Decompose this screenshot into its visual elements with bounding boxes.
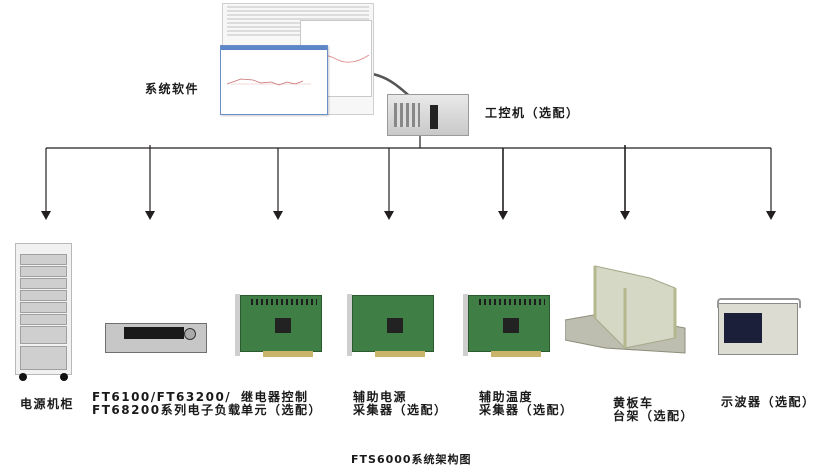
aux-temp-card-icon	[463, 294, 550, 357]
label-aux-power: 辅助电源采集器（选配）	[353, 391, 448, 417]
aux-power-card-icon	[347, 294, 434, 357]
label-electronic-load: FT6100/FT63200/FT68200系列电子负载	[92, 391, 242, 417]
arrow-electronic-load	[145, 145, 155, 220]
label-line-1: 黄板车	[613, 396, 654, 410]
label-line-1: FT6100/FT63200/	[92, 390, 232, 404]
label-line-1: 电源机柜	[20, 397, 75, 411]
label-relay-control: 继电器控制单元（选配）	[241, 391, 322, 417]
industrial-pc-icon	[387, 94, 469, 136]
ipc-label: 工控机（选配）	[485, 106, 580, 120]
diagram-caption: FTS6000系统架构图	[351, 453, 472, 466]
label-power-cabinet: 电源机柜	[20, 398, 74, 411]
software-label: 系统软件	[145, 82, 200, 96]
yellow-cart-icon	[564, 258, 690, 356]
label-line-1: 继电器控制	[241, 390, 309, 404]
label-line-2: 采集器（选配）	[479, 403, 574, 417]
label-line-2: 采集器（选配）	[353, 403, 448, 417]
arrow-aux-temp	[498, 148, 508, 220]
arrow-power-cabinet	[41, 148, 51, 220]
label-aux-temp: 辅助温度采集器（选配）	[479, 391, 574, 417]
arrow-yellow-cart	[620, 145, 630, 220]
software-window-front	[220, 45, 328, 115]
oscilloscope-icon	[717, 298, 801, 355]
relay-card-icon	[235, 294, 322, 357]
label-line-2: 单元（选配）	[241, 403, 323, 417]
arrow-oscilloscope	[766, 148, 776, 220]
power-cabinet-icon	[15, 243, 72, 381]
label-oscilloscope: 示波器（选配）	[721, 396, 816, 409]
arrow-aux-power	[384, 148, 394, 220]
label-line-2: FT68200系列电子负载	[92, 403, 242, 417]
label-line-2: 台架（选配）	[613, 409, 695, 423]
label-yellow-cart: 黄板车台架（选配）	[613, 397, 694, 423]
arrow-relay-control	[273, 148, 283, 220]
label-line-1: 辅助电源	[353, 390, 408, 404]
electronic-load-icon	[105, 323, 207, 353]
label-line-1: 辅助温度	[479, 390, 534, 404]
label-line-1: 示波器（选配）	[721, 395, 816, 409]
